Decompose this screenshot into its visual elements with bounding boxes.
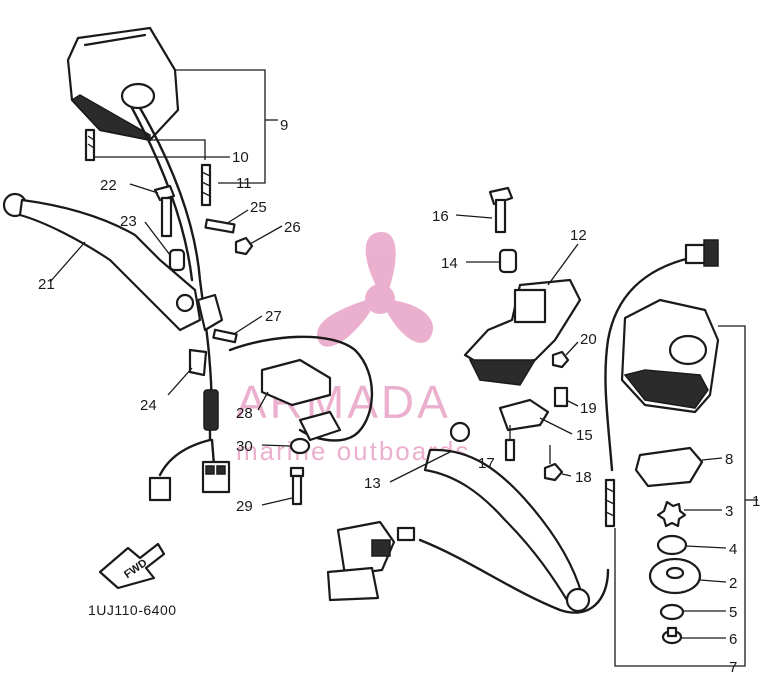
washer-5	[659, 603, 685, 621]
propeller-logo-icon	[317, 232, 434, 347]
callout-25: 25	[250, 199, 267, 216]
callout-22: 22	[100, 177, 117, 194]
callout-15: 15	[576, 427, 593, 444]
screw-6	[661, 626, 683, 645]
callout-21: 21	[38, 276, 55, 293]
callout-14: 14	[441, 255, 458, 272]
screw-25	[204, 218, 236, 234]
callout-16: 16	[432, 208, 449, 225]
switch-base-2	[648, 557, 702, 595]
callout-6: 6	[729, 631, 737, 648]
nut-26	[234, 236, 254, 256]
callout-23: 23	[120, 213, 137, 230]
brake-lever	[423, 421, 591, 613]
callout-24: 24	[140, 397, 157, 414]
callout-13: 13	[364, 475, 381, 492]
screw-10	[84, 128, 96, 162]
collar-14	[498, 248, 518, 274]
callout-1: 1	[752, 493, 760, 510]
plug-connector	[684, 239, 719, 267]
star-washer-3	[656, 500, 687, 528]
callout-5: 5	[729, 604, 737, 621]
callout-10: 10	[232, 149, 249, 166]
nut-18	[543, 462, 564, 482]
screw-11	[200, 163, 212, 207]
callout-20: 20	[580, 331, 597, 348]
connector-cluster	[326, 520, 416, 602]
clutch-switch	[260, 358, 342, 442]
callout-27: 27	[265, 308, 282, 325]
washer-30	[289, 437, 311, 455]
callout-19: 19	[580, 400, 597, 417]
contact-plate-4	[656, 534, 688, 556]
callout-30: 30	[236, 438, 253, 455]
callout-2: 2	[729, 575, 737, 592]
clutch-lever	[2, 192, 202, 332]
callout-4: 4	[729, 541, 737, 558]
brake-switch	[498, 398, 550, 432]
collar-23	[168, 248, 186, 272]
left-switch-housing	[66, 26, 180, 142]
callout-11: 11	[236, 175, 252, 192]
bolt-19	[553, 386, 569, 408]
lever-bracket	[463, 278, 582, 386]
callout-17: 17	[478, 455, 495, 472]
callout-18: 18	[575, 469, 592, 486]
leader-lines	[49, 69, 758, 667]
switch-body-8	[634, 446, 704, 488]
bolt-29	[289, 466, 305, 506]
callout-3: 3	[725, 503, 733, 520]
diagram-code: 1UJ110-6400	[88, 602, 177, 618]
screw-27	[212, 328, 238, 344]
callout-12: 12	[570, 227, 587, 244]
callout-7: 7	[729, 659, 737, 676]
bolt-22	[153, 184, 176, 238]
callout-8: 8	[725, 451, 733, 468]
callout-9: 9	[280, 117, 288, 134]
nut-20	[551, 350, 570, 369]
callout-28: 28	[236, 405, 253, 422]
callout-26: 26	[284, 219, 301, 236]
callout-29: 29	[236, 498, 253, 515]
fwd-arrow-icon: FWD	[98, 542, 166, 590]
callout-labels: 1 2 3 4 5 6 7 8 9 10 11 12 13 14 15 16 1…	[38, 117, 760, 676]
screw-7	[604, 478, 616, 528]
screw-17	[504, 438, 516, 462]
pivot-pin-16	[488, 186, 514, 234]
right-switch-housing	[620, 298, 720, 414]
